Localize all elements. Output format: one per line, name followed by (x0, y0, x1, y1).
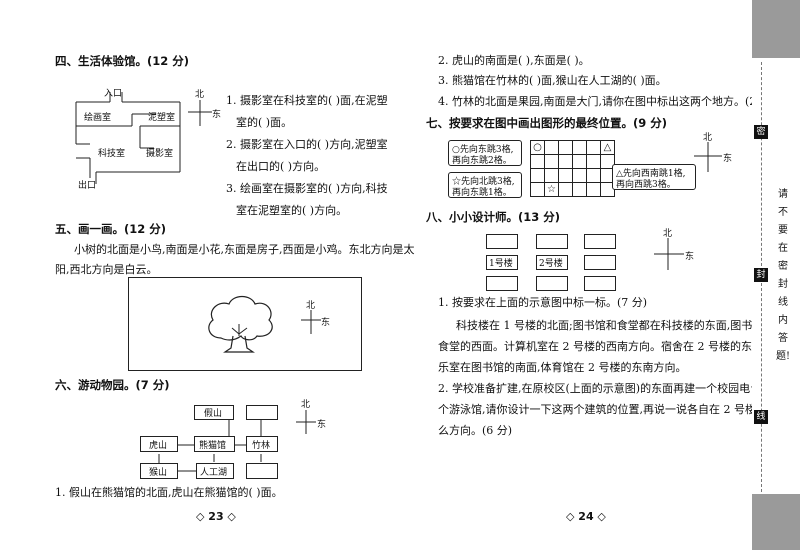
photo-room-label: 摄影室 (146, 149, 174, 159)
painting-room-label: 绘画室 (84, 113, 112, 123)
map-box-monkey: 猴山 (140, 463, 178, 479)
s4-question-2a: 2. 摄影室在入口的( )方向,泥塑室 (226, 138, 388, 151)
compass-rose: 北 东 (652, 228, 696, 274)
compass-rose: 北 东 (294, 400, 330, 440)
s6-question-3: 3. 熊猫馆在竹林的( )面,猴山在人工湖的( )面。 (438, 74, 667, 87)
s4-question-3b: 室在泥塑室的( )方向。 (236, 204, 348, 217)
compass-north-label: 北 (703, 133, 713, 143)
card-star-line-2: 再向东跳1格。 (452, 188, 512, 198)
section-6-heading: 六、游动物园。(7 分) (55, 378, 170, 392)
section-4-heading: 四、生活体验馆。(12 分) (55, 54, 190, 68)
map-label-hushan: 虎山 (149, 441, 168, 451)
map-box-panda: 熊猫馆 (194, 436, 235, 452)
grid-triangle-icon: △ (603, 141, 612, 153)
s6-question-2: 2. 虎山的南面是( ),东面是( )。 (438, 54, 590, 67)
building-2-label: 2号楼 (539, 259, 563, 269)
instruction-card-triangle: △先向西南跳1格, 再向西跳3格。 (612, 164, 696, 190)
s8-para-line-3: 乐室在图书馆的南面,体育馆在 2 号楼的东南方向。 (438, 361, 687, 374)
map-label-bamboo: 竹林 (252, 441, 271, 451)
map-box-empty-bottom[interactable] (246, 463, 278, 479)
grid-circle-icon: ○ (533, 141, 542, 153)
grid-cell[interactable]: ○ (530, 140, 545, 155)
compass-rose: 北 东 (186, 90, 222, 130)
compass-rose: 北 东 (299, 300, 335, 340)
entrance-label: 入口 (104, 89, 123, 99)
seal-warning-text: 请不要在密封线内答题! (776, 189, 791, 362)
compass-east-label: 东 (723, 154, 733, 164)
s4-question-2b: 在出口的( )方向。 (236, 160, 326, 173)
zoo-map: 假山 虎山 熊猫馆 竹林 猴山 人工湖 (134, 400, 304, 488)
grid-cell[interactable]: ☆ (544, 182, 559, 197)
s6-question-1: 1. 假山在熊猫馆的北面,虎山在熊猫馆的( )面。 (55, 486, 283, 499)
map-box-hushan: 虎山 (140, 436, 178, 452)
site-box[interactable] (536, 234, 568, 249)
map-box-jiashan: 假山 (194, 405, 234, 420)
science-room-label: 科技室 (98, 149, 126, 159)
grid-cell[interactable]: △ (600, 140, 615, 155)
site-box[interactable] (486, 276, 518, 291)
page-number-left: ◇ 23 ◇ (196, 510, 236, 523)
map-label-panda: 熊猫馆 (199, 441, 227, 451)
compass-rose: 北 东 (690, 132, 734, 176)
site-box[interactable] (584, 234, 616, 249)
site-box[interactable] (584, 255, 616, 270)
building-1-box: 1号楼 (486, 255, 518, 270)
site-box[interactable] (486, 234, 518, 249)
card-triangle-line-2: 再向西跳3格。 (616, 180, 676, 190)
map-box-bamboo: 竹林 (246, 436, 278, 452)
card-triangle-line-1: △先向西南跳1格, (616, 169, 686, 179)
section-7-heading: 七、按要求在图中画出图形的最终位置。(9 分) (426, 116, 668, 130)
gutter-gray-bottom (752, 494, 800, 550)
map-label-jiashan: 假山 (204, 409, 223, 419)
tree-drawing (208, 295, 273, 353)
gutter-gray-top (752, 0, 800, 58)
position-grid[interactable]: ○ △ ☆ (530, 140, 615, 197)
s8-question-2-line-3: 么方向。(6 分) (438, 424, 513, 437)
exit-label: 出口 (78, 181, 97, 191)
s8-question-2-line-1: 2. 学校准备扩建,在原校区(上面的示意图)的东面再建一个校园电台和一 (438, 382, 784, 395)
section-5-heading: 五、画一画。(12 分) (55, 222, 167, 236)
compass-east-label: 东 (321, 318, 331, 328)
drawing-area[interactable]: 北 东 (128, 277, 362, 371)
s5-text-line-1: 小树的北面是小鸟,南面是小花,东面是房子,西面是小鸡。东北方向是太 (74, 243, 415, 256)
s6-question-4: 4. 竹林的北面是果园,南面是大门,请你在图中标出这两个地方。(2 分) (438, 95, 776, 108)
card-star-line-1: ☆先向北跳3格, (452, 177, 515, 187)
map-label-lake: 人工湖 (200, 468, 228, 478)
site-box[interactable] (584, 276, 616, 291)
compass-north-label: 北 (663, 229, 673, 239)
compass-north-label: 北 (301, 400, 311, 410)
s8-para-line-2: 食堂的西面。计算机室在 2 号楼的西南方向。宿舍在 2 号楼的东面,音 (438, 340, 778, 353)
compass-north-label: 北 (306, 301, 316, 311)
grid-star-icon: ☆ (547, 183, 556, 195)
section-8-heading: 八、小小设计师。(13 分) (426, 210, 561, 224)
page-number-right: ◇ 24 ◇ (566, 510, 606, 523)
map-box-lake: 人工湖 (196, 463, 234, 479)
s4-question-1b: 室的( )面。 (236, 116, 293, 129)
activity-hall-map: 入口 出口 绘画室 泥塑室 科技室 摄影室 (70, 88, 190, 191)
seal-char-xian: 线 (754, 410, 768, 424)
s8-para-line-1: 科技楼在 1 号楼的北面;图书馆和食堂都在科技楼的东面,图书馆在 (456, 319, 775, 332)
compass-east-label: 东 (317, 420, 327, 430)
clay-room-label: 泥塑室 (148, 113, 176, 123)
instruction-card-star: ☆先向北跳3格, 再向东跳1格。 (448, 172, 522, 198)
s8-question-1: 1. 按要求在上面的示意图中标一标。(7 分) (438, 296, 648, 309)
instruction-card-circle: ○先向东跳3格, 再向东跳2格。 (448, 140, 522, 166)
building-1-label: 1号楼 (489, 259, 513, 269)
site-box[interactable] (536, 276, 568, 291)
seal-char-mi: 密 (754, 125, 768, 139)
compass-east-label: 东 (685, 252, 695, 262)
s5-text-line-2: 阳,西北方向是白云。 (55, 263, 158, 276)
compass-east-label: 东 (212, 110, 222, 120)
compass-north-label: 北 (195, 90, 205, 100)
map-label-monkey: 猴山 (149, 468, 168, 478)
s4-question-3a: 3. 绘画室在摄影室的( )方向,科技 (226, 182, 388, 195)
s8-question-2-line-2: 个游泳馆,请你设计一下这两个建筑的位置,再说一说各自在 2 号楼的什 (438, 403, 778, 416)
seal-char-feng: 封 (754, 268, 768, 282)
building-2-box: 2号楼 (536, 255, 568, 270)
card-circle-line-2: 再向东跳2格。 (452, 156, 512, 166)
s4-question-1a: 1. 摄影室在科技室的( )面,在泥塑 (226, 94, 388, 107)
map-box-empty-top[interactable] (246, 405, 278, 420)
card-circle-line-1: ○先向东跳3格, (452, 145, 514, 155)
